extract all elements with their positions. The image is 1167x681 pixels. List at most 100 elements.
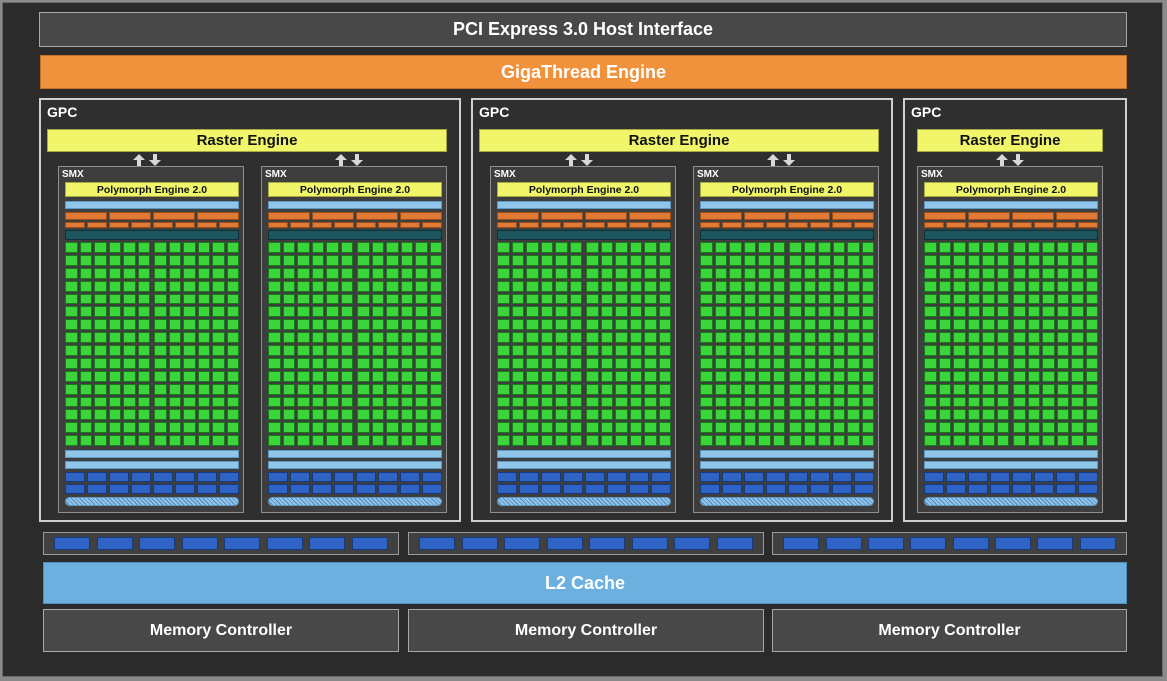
cuda-core	[772, 435, 785, 446]
cuda-core	[700, 370, 713, 382]
warp-scheduler	[700, 212, 742, 220]
cuda-core	[400, 435, 413, 446]
cuda-core	[1085, 409, 1098, 421]
cuda-core	[615, 319, 628, 331]
cuda-core	[758, 319, 771, 331]
cuda-core	[1013, 370, 1026, 382]
cuda-core	[803, 422, 816, 434]
cuda-core	[600, 280, 613, 292]
cuda-core	[615, 370, 628, 382]
cuda-core	[569, 306, 582, 318]
cuda-core	[386, 267, 399, 279]
cuda-core	[586, 332, 599, 343]
texture-cache	[700, 497, 874, 506]
cuda-core	[586, 435, 599, 446]
cuda-core	[79, 254, 92, 266]
instruction-cache	[497, 201, 671, 209]
cuda-core	[818, 370, 831, 382]
dispatch-unit	[744, 222, 764, 228]
cuda-core	[789, 357, 802, 369]
cuda-core	[282, 242, 295, 253]
cuda-core	[540, 370, 553, 382]
cuda-core	[1042, 357, 1055, 369]
cuda-core	[924, 254, 937, 266]
cuda-core	[540, 254, 553, 266]
cuda-core	[386, 345, 399, 356]
shared-memory-l1-cache	[268, 461, 442, 469]
cuda-core	[65, 293, 78, 305]
l2-slice	[825, 537, 862, 550]
cuda-core	[772, 422, 785, 434]
cuda-core	[429, 383, 442, 395]
cuda-core	[540, 332, 553, 343]
texture-unit	[422, 472, 442, 482]
cuda-core-array	[65, 242, 239, 446]
cuda-core	[386, 422, 399, 434]
cuda-core	[540, 306, 553, 318]
cuda-core	[400, 370, 413, 382]
cuda-core	[832, 319, 845, 331]
cuda-core	[400, 293, 413, 305]
cuda-core	[832, 242, 845, 253]
cuda-core	[743, 306, 756, 318]
cuda-core	[400, 242, 413, 253]
cuda-core	[154, 409, 167, 421]
cuda-core	[282, 435, 295, 446]
cuda-core	[511, 435, 524, 446]
cuda-core	[818, 409, 831, 421]
cuda-core	[615, 306, 628, 318]
cuda-core	[953, 319, 966, 331]
cuda-core	[644, 383, 657, 395]
texture-unit	[65, 484, 85, 494]
cuda-core	[629, 280, 642, 292]
cuda-core-block	[154, 242, 239, 446]
warp-scheduler	[65, 212, 107, 220]
texture-unit	[968, 484, 988, 494]
cuda-core	[497, 409, 510, 421]
texture-unit	[744, 472, 764, 482]
cuda-core	[371, 435, 384, 446]
cuda-core	[629, 383, 642, 395]
cuda-core	[357, 280, 370, 292]
cuda-core	[340, 357, 353, 369]
cuda-core	[996, 345, 1009, 356]
cuda-core	[371, 293, 384, 305]
cuda-core	[1056, 306, 1069, 318]
cuda-core	[982, 254, 995, 266]
cuda-core	[938, 332, 951, 343]
cuda-core	[758, 267, 771, 279]
texture-unit-row	[924, 472, 1098, 482]
cuda-core	[1071, 293, 1084, 305]
cuda-core	[982, 242, 995, 253]
cuda-core	[1042, 422, 1055, 434]
cuda-core-block	[586, 242, 671, 446]
texture-unit	[563, 472, 583, 482]
texture-unit	[109, 484, 129, 494]
cuda-core	[1056, 422, 1069, 434]
cuda-core	[615, 267, 628, 279]
shared-memory-l1-cache	[65, 461, 239, 469]
cuda-core	[386, 306, 399, 318]
cuda-core	[1027, 357, 1040, 369]
cuda-core	[326, 357, 339, 369]
texture-unit	[1012, 472, 1032, 482]
l2-slice	[309, 537, 346, 550]
cuda-core	[832, 409, 845, 421]
dispatch-unit	[946, 222, 966, 228]
cuda-core	[137, 242, 150, 253]
cuda-core	[497, 319, 510, 331]
cuda-core	[714, 242, 727, 253]
cuda-core	[615, 383, 628, 395]
cuda-core	[386, 357, 399, 369]
cuda-core	[429, 396, 442, 408]
cuda-core	[154, 435, 167, 446]
texture-unit	[268, 484, 288, 494]
cuda-core	[700, 357, 713, 369]
cuda-core	[212, 435, 225, 446]
cuda-core	[996, 435, 1009, 446]
cuda-core	[154, 357, 167, 369]
cuda-core	[357, 409, 370, 421]
cuda-core	[861, 242, 874, 253]
cuda-core	[953, 267, 966, 279]
